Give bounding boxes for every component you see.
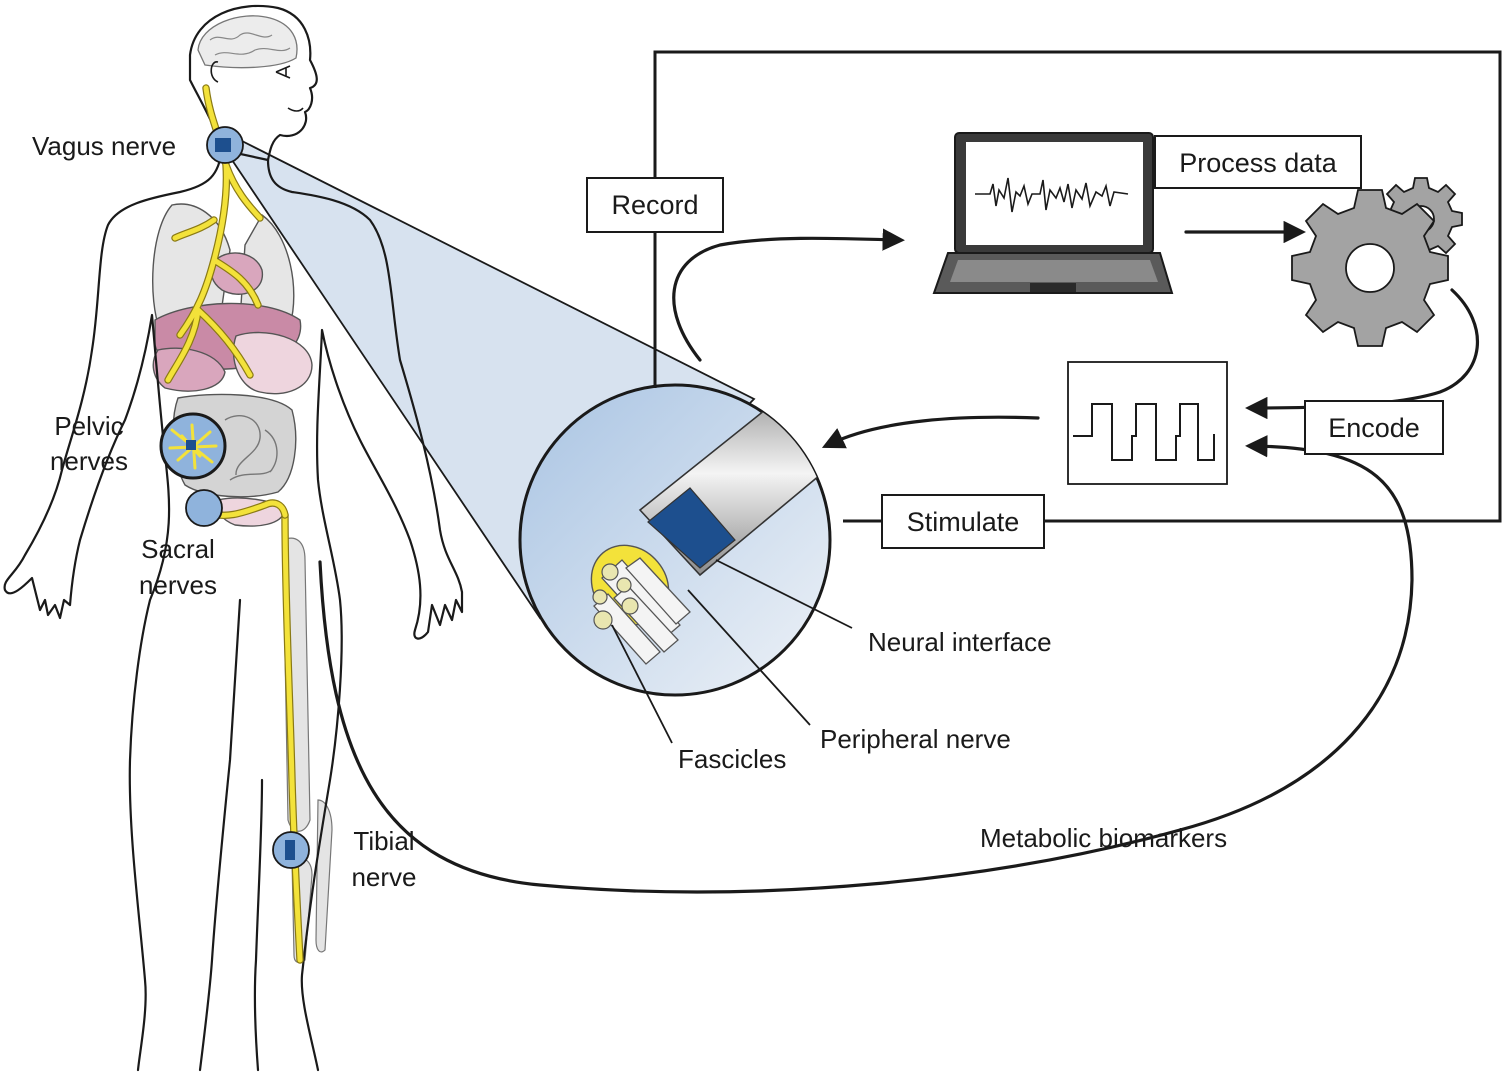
tibial-electrode <box>272 831 310 869</box>
sacral-label-line1: Sacral <box>141 534 215 564</box>
gears-icon <box>1291 177 1463 347</box>
stimulate-arrow <box>821 415 1040 449</box>
stimulate-label: Stimulate <box>907 507 1020 537</box>
eye <box>275 65 291 79</box>
laptop-icon <box>932 132 1174 294</box>
process-data-label: Process data <box>1179 148 1338 178</box>
pelvic-label-line1: Pelvic <box>54 411 123 441</box>
head-outline <box>188 4 318 162</box>
body-outline <box>3 148 464 1072</box>
mouth <box>287 107 304 112</box>
ear <box>210 61 219 83</box>
neural-interface-label: Neural interface <box>868 627 1052 657</box>
brain-icon <box>197 15 298 69</box>
record-label: Record <box>611 190 698 220</box>
pelvic-electrode <box>159 412 227 480</box>
tibial-label-line2: nerve <box>351 862 416 892</box>
stimulation-waveform-icon <box>1067 361 1228 485</box>
system-frame <box>653 50 1502 523</box>
intestine-folds <box>224 415 278 481</box>
nerve-interface-zoom <box>518 383 832 697</box>
tibial-label-line1: Tibial <box>353 826 414 856</box>
human-body <box>3 4 464 1072</box>
peripheral-nerve-label: Peripheral nerve <box>820 724 1011 754</box>
stimulate-box: Stimulate <box>881 494 1045 549</box>
sacral-label-line2: nerves <box>139 570 217 600</box>
fascicles-label: Fascicles <box>678 744 786 774</box>
record-arrow <box>672 228 905 362</box>
biomarker-feedback-arrow <box>318 435 1414 894</box>
neural-signal-trace <box>975 177 1129 213</box>
process-data-box: Process data <box>1154 135 1362 189</box>
inner-leg-line <box>198 598 242 1072</box>
stomach <box>232 331 313 395</box>
inner-leg-line-right <box>253 778 264 1072</box>
record-box: Record <box>586 177 724 233</box>
encode-box: Encode <box>1304 400 1444 455</box>
metabolic-biomarkers-label: Metabolic biomarkers <box>980 823 1227 853</box>
encode-label: Encode <box>1328 413 1420 443</box>
vagus-nerve-label: Vagus nerve <box>32 131 176 161</box>
vagus-electrode <box>206 126 244 164</box>
pelvic-label-line2: nerves <box>50 446 128 476</box>
nerves <box>164 84 304 964</box>
sacral-electrode <box>185 489 223 527</box>
